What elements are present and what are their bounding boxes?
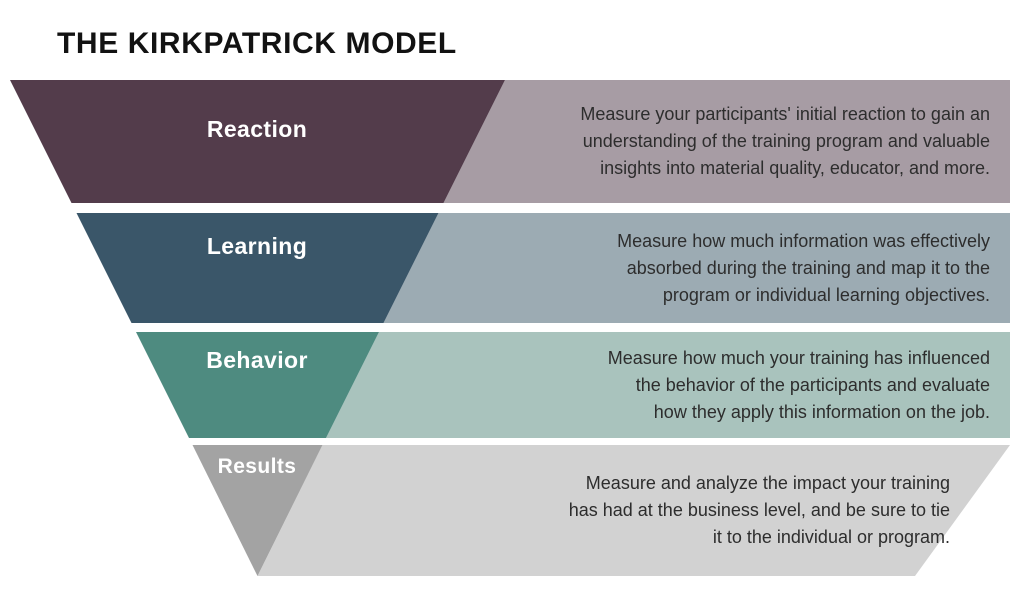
level-description-reaction: Measure your participants' initial react… [450,80,990,203]
level-description-text: Measure your participants' initial react… [580,104,990,178]
level-label-reaction: Reaction [206,116,308,142]
reaction-description-panel [443,80,1010,203]
behavior-description-panel [326,332,1010,438]
level-label-behavior: Behavior [206,347,308,373]
level-description-results: Measure and analyze the impact your trai… [420,445,950,576]
level-description-learning: Measure how much information was effecti… [450,213,990,323]
level-description-text: Measure how much your training has influ… [607,347,990,422]
results-description-panel [257,445,1010,576]
level-label-results: Results [217,455,297,478]
level-description-behavior: Measure how much your training has influ… [450,332,990,438]
behavior-funnel-segment [136,332,379,438]
level-description-text: Measure and analyze the impact your trai… [568,473,950,547]
results-funnel-segment [192,445,323,576]
page-title: THE KIRKPATRICK MODEL [57,27,457,60]
learning-funnel-segment [76,213,439,323]
learning-description-panel [383,213,1010,323]
level-description-text: Measure how much information was effecti… [617,230,990,305]
reaction-funnel-segment [10,80,505,203]
level-label-learning: Learning [206,233,308,259]
